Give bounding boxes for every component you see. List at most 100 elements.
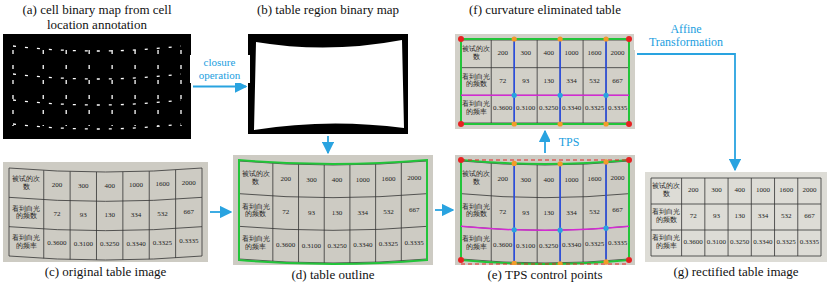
table-rule [70,171,71,259]
vertical-guide [605,39,607,124]
table-cell: 看到白光的频数 [652,205,681,229]
table-cell: 0.3600 [492,96,513,122]
table-cell: 被试的次数 [462,163,490,194]
table-cell: 被试的次数 [10,170,43,197]
table-rule [651,178,652,256]
control-point [558,121,563,126]
table-cell: 93 [300,198,324,229]
corner-point [458,157,464,163]
table-cell: 200 [492,41,513,67]
table-cell: 334 [124,202,148,229]
table-rule [272,163,273,261]
table-cell: 130 [97,202,121,229]
table-cell: 130 [538,69,559,95]
cell-boundary [111,50,112,126]
table-outline [461,39,629,124]
table-cell: 0.3335 [177,229,201,256]
table-cell: 看到白光的频数 [10,200,43,227]
table-cell: 被试的次数 [240,163,272,194]
panel-image: 被试的次数200300400100016002000看到白光的频数7293130… [645,172,827,262]
control-point [603,93,608,98]
cell-boundary [13,100,181,105]
control-point [558,93,563,98]
binary-map [3,34,191,139]
panel-image: 被试的次数200300400100016002000看到白光的频数7293130… [233,155,433,265]
control-point [603,36,608,41]
binary-background [248,34,408,134]
table-cell: 0.3600 [492,230,513,261]
table-cell: 667 [607,196,628,227]
table-cell: 0.3100 [71,231,95,258]
corner-point [458,36,464,42]
table-cell: 532 [584,69,605,95]
table-cell: 0.3600 [274,230,298,261]
table-cell: 1600 [150,172,174,199]
panel-caption: (f) curvature eliminated table [455,2,635,32]
table-cell: 2000 [799,179,820,203]
table-cell: 1000 [561,166,582,197]
table-cell: 93 [71,202,95,229]
vertical-guide [513,163,515,263]
table-cell: 0.3100 [706,231,727,255]
table-rule [202,168,203,256]
table-rule [537,165,538,263]
table-rule [9,197,202,201]
table-cell: 200 [492,165,513,196]
table-cell: 334 [561,69,582,95]
panel-caption: (d) table outline [233,267,433,282]
table-rule [651,178,821,179]
table-rule [774,178,775,256]
table-cell: 看到白光的频数 [462,196,490,227]
table-rule [681,178,682,256]
figure-panel: 被试的次数200300400100016002000看到白光的频数7293130… [3,162,208,279]
table-cell: 被试的次数 [462,41,490,67]
table-cell: 0.3250 [538,96,559,122]
table-rule [96,172,97,260]
cell-boundary [180,50,181,126]
vertical-guide [513,39,515,124]
control-point [603,121,608,126]
vertical-guide [559,164,561,264]
table-cell: 667 [402,196,426,227]
table-rule [461,194,629,198]
edge-label: closure operation [190,55,250,83]
table-cell: 667 [177,199,201,226]
table-rule [349,165,350,263]
table-region [254,40,404,130]
table-cell: 72 [274,198,298,229]
binary-background [3,34,191,139]
panel-image: 被试的次数200300400100016002000看到白光的频数7293130… [3,162,208,262]
horizontal-guide [461,226,629,230]
panel-caption: (e) TPS control points [455,267,635,282]
edge-label: Affine Transformation [634,22,738,50]
table-rule [537,40,538,123]
table-cell: 93 [706,205,727,229]
table-cell: 200 [45,172,69,199]
table-rule [606,163,607,261]
cell-boundary [157,50,158,126]
table-cell: 300 [300,166,324,197]
table-cell: 0.3250 [538,231,559,262]
table-cell: 400 [325,166,349,197]
table-rule [514,164,515,262]
table-cell: 334 [561,198,582,229]
table-cell: 0.3325 [377,230,401,261]
table-cell: 1600 [377,165,401,196]
flow-arrow [637,54,735,170]
panel-caption: (g) rectified table image [645,264,827,279]
table-cell: 400 [97,173,121,200]
control-point [558,161,563,166]
table-cell: 667 [607,69,628,95]
table-cell: 看到白光的频数 [462,69,490,95]
table-cell: 300 [515,166,536,197]
binary-map [248,34,408,134]
table-outline [239,160,427,264]
table-cell: 1600 [584,41,605,67]
table-cell: 300 [71,173,95,200]
vertical-guide [605,162,607,262]
table-cell: 400 [538,166,559,197]
cell-boundary [89,50,90,126]
table-cell: 1600 [584,165,605,196]
table-rule [704,178,705,256]
